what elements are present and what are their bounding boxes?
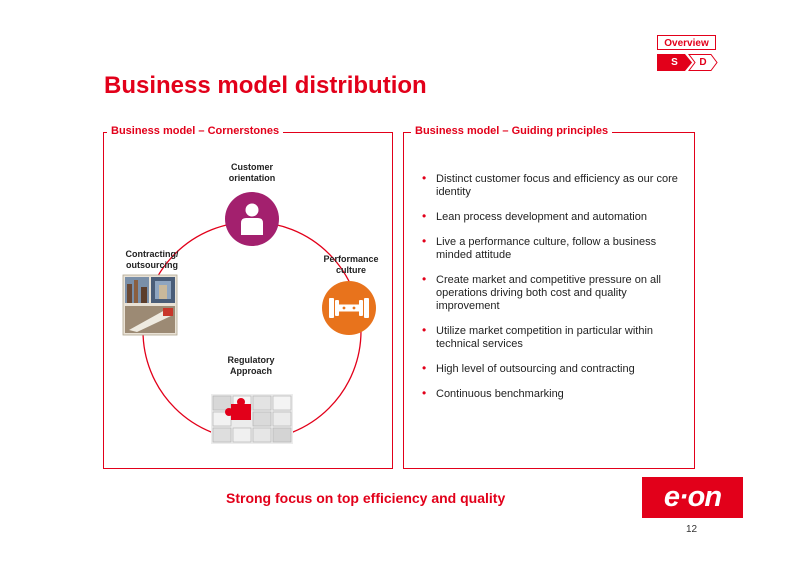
list-item: •High level of outsourcing and contracti… (422, 361, 635, 376)
cornerstones-title: Business model – Cornerstones (107, 125, 284, 137)
nav-step-s[interactable]: S (657, 54, 692, 71)
puzzle-icon (211, 394, 293, 444)
cornerstones-panel: Business model – Cornerstones (103, 125, 393, 469)
list-item: •Utilize market competition in particula… (422, 323, 654, 351)
bullet-icon: • (422, 234, 427, 248)
industrial-photo (122, 274, 178, 336)
list-item: •Live a performance culture, follow a bu… (422, 234, 657, 262)
customer-orientation-label: Customer orientation (228, 162, 276, 183)
dumbbell-icon (322, 281, 376, 335)
list-item: •Continuous benchmarking (422, 386, 564, 401)
logo-text: e·on (663, 481, 722, 513)
guiding-principles-panel: Business model – Guiding principles (403, 125, 695, 469)
list-item: •Lean process development and automation (422, 209, 647, 224)
bullet-icon: • (422, 386, 427, 400)
bullet-icon: • (422, 323, 427, 337)
chevron-shape (688, 54, 718, 71)
tagline: Strong focus on top efficiency and quali… (226, 490, 506, 506)
bullet-icon: • (422, 171, 427, 185)
bullet-icon: • (422, 272, 427, 286)
chevron-shape (657, 54, 692, 71)
principles-list: •Distinct customer focus and efficiency … (421, 171, 681, 413)
page-title: Business model distribution (104, 72, 427, 99)
nav-step-d[interactable]: D (688, 54, 718, 71)
nav-step-d-label: D (699, 57, 707, 68)
contracting-outsourcing-label: Contracting/ outsourcing (125, 249, 179, 270)
guiding-principles-title: Business model – Guiding principles (411, 125, 613, 137)
overview-tab[interactable]: Overview (657, 35, 716, 50)
list-item: •Create market and competitive pressure … (422, 272, 661, 313)
bullet-icon: • (422, 209, 427, 223)
person-icon (225, 192, 279, 246)
eon-logo: e·on (642, 477, 743, 518)
regulatory-approach-label: Regulatory Approach (227, 355, 275, 376)
bullet-icon: • (422, 361, 427, 375)
page-number: 12 (686, 524, 698, 535)
cornerstones-cycle (122, 192, 376, 444)
performance-culture-label: Performance culture (323, 254, 379, 275)
list-item: •Distinct customer focus and efficiency … (422, 171, 678, 199)
nav-step-s-label: S (671, 57, 678, 68)
